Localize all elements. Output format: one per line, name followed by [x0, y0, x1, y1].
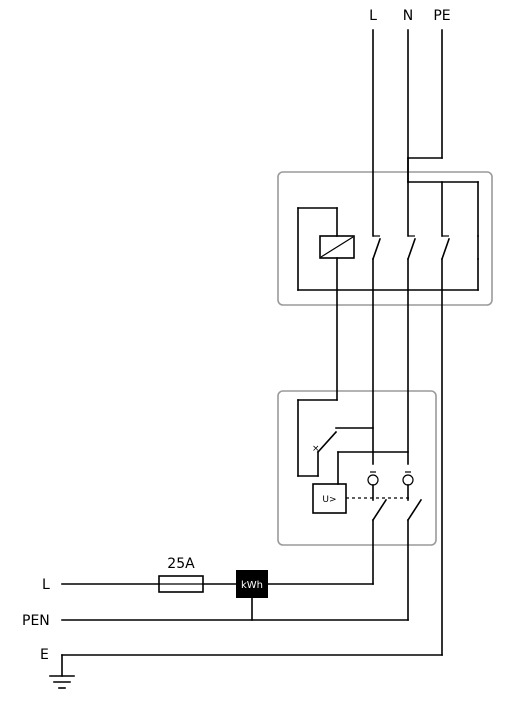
l-conductor	[267, 29, 388, 585]
supply-pen-label: PEN	[22, 613, 50, 629]
energy-meter-label: kWh	[241, 580, 263, 591]
n-conductor	[61, 29, 423, 621]
contactor-coil-circuit: ×	[297, 207, 479, 477]
earth-ground-icon	[49, 654, 75, 689]
supply-l-label: L	[42, 577, 50, 593]
upper-module-enclosure	[277, 171, 493, 306]
supply-e-label: E	[40, 647, 49, 663]
terminal-pe-label: PE	[433, 8, 450, 24]
lower-module-enclosure	[277, 390, 437, 546]
energy-meter	[236, 570, 268, 598]
supply-l-line	[61, 575, 237, 593]
fuse-rating-label: 25A	[167, 556, 195, 572]
terminal-n-label: N	[403, 8, 413, 24]
pe-conductor	[61, 29, 479, 656]
contact-cross-mark: ×	[312, 444, 320, 454]
terminal-l-label: L	[369, 8, 377, 24]
relay-label: U>	[322, 495, 336, 505]
breaker-contact-l	[367, 474, 379, 486]
breaker-contact-n	[402, 474, 414, 486]
voltage-relay: U>	[312, 451, 411, 514]
